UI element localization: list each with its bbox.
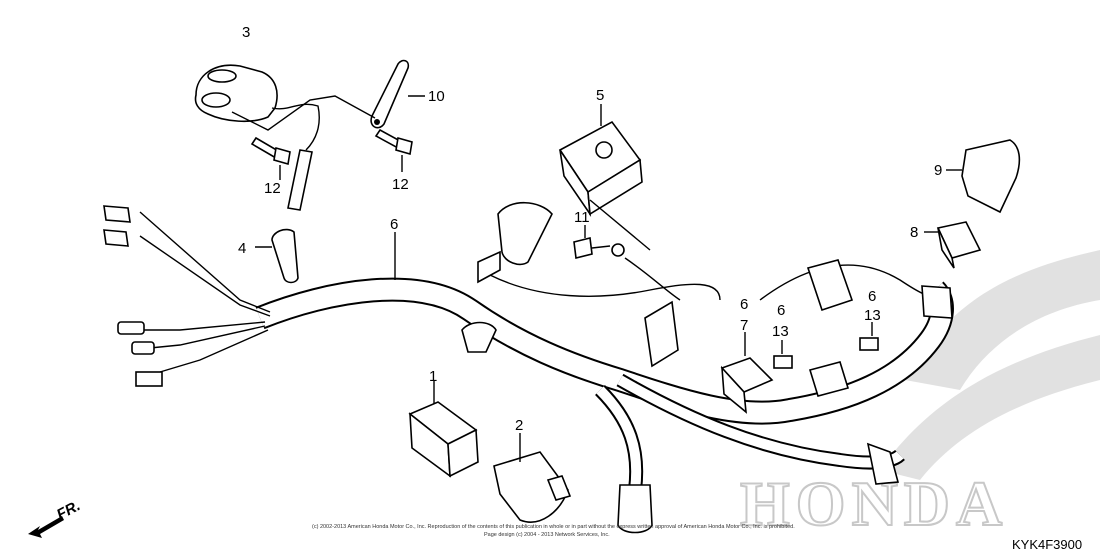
part-11-bolt <box>573 225 625 259</box>
label-9: 9 <box>934 162 942 179</box>
part-2-cover <box>493 433 572 523</box>
label-6a: 6 <box>390 216 398 233</box>
label-2: 2 <box>515 417 523 434</box>
label-6c: 6 <box>777 302 785 319</box>
label-12a: 12 <box>264 180 281 197</box>
part-7-relay <box>720 332 774 414</box>
honda-watermark-text: HONDA <box>740 468 1008 539</box>
label-8: 8 <box>910 224 918 241</box>
label-12b: 12 <box>392 176 409 193</box>
part-3-ignition-coil <box>194 64 320 211</box>
label-1: 1 <box>429 368 437 385</box>
copyright-line-2: Page design (c) 2004 - 2013 Network Serv… <box>484 532 610 538</box>
label-13a: 13 <box>772 323 789 340</box>
label-3: 3 <box>242 24 250 41</box>
part-6-wire-harness <box>103 202 954 534</box>
diagram-code: KYK4F3900 <box>1012 537 1082 552</box>
label-4: 4 <box>238 240 246 257</box>
front-arrow-icon <box>28 516 64 538</box>
honda-watermark: HONDA <box>739 250 1100 540</box>
label-5: 5 <box>596 87 604 104</box>
label-6d: 6 <box>868 288 876 305</box>
honda-wing-logo <box>880 250 1100 480</box>
part-12-bolt-left <box>250 136 291 180</box>
part-4-plug-cap <box>255 228 299 284</box>
part-9-cap <box>946 139 1021 214</box>
label-6b: 6 <box>740 296 748 313</box>
front-direction-indicator: FR. <box>28 497 83 538</box>
leader-zigzag <box>231 95 376 131</box>
part-13-fuse-right <box>859 322 879 351</box>
part-labels: 3 10 12 12 4 6 5 11 9 8 6 7 6 13 6 13 1 … <box>238 24 942 434</box>
part-5-regulator <box>558 104 651 251</box>
part-13-fuse-left <box>773 340 793 369</box>
label-7: 7 <box>740 317 748 334</box>
copyright-line-1: (c) 2002-2013 American Honda Motor Co., … <box>312 524 795 530</box>
part-12-bolt-right <box>374 128 413 172</box>
label-10: 10 <box>428 88 445 105</box>
label-11: 11 <box>574 209 590 226</box>
part-10-bracket <box>370 59 425 129</box>
label-13b: 13 <box>864 307 881 324</box>
part-1-relay <box>408 380 479 478</box>
part-8-connector <box>924 221 982 269</box>
